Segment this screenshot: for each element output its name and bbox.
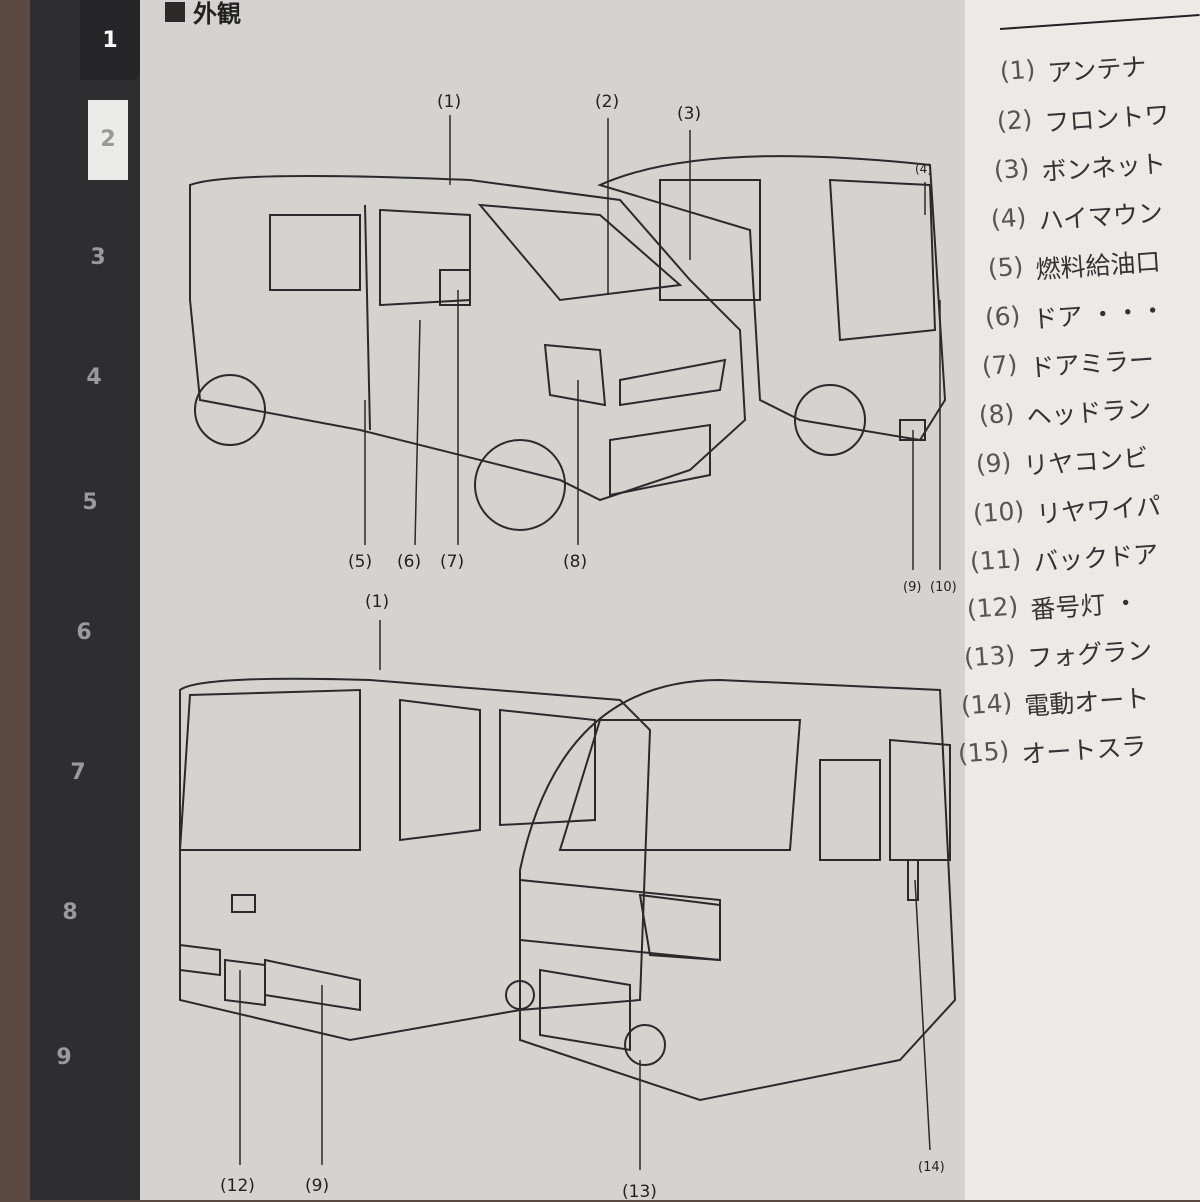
item-number: (14) [959,688,1014,721]
van-front-view-top [189,175,747,531]
callout-6: (6) [397,552,422,572]
chapter-tab-3[interactable]: 3 [90,245,106,270]
item-number: (6) [983,300,1022,333]
van-rear-view-bottom [178,677,652,1042]
item-number: (7) [980,349,1019,381]
callout-7: (7) [440,552,465,572]
van-rear-view-top [597,155,947,456]
callout-8: (8) [563,552,588,572]
item-label: 番号灯 ・ [1029,588,1140,625]
item-number: (2) [995,104,1034,136]
callout-4: (4) [915,162,932,176]
callout-14: (14) [918,1160,945,1175]
callout-13: (13) [622,1182,657,1202]
chapter-tab-7[interactable]: 7 [70,760,86,785]
callout-9: (9) [903,580,922,595]
callout-1: (1) [437,92,462,112]
chapter-tab-strip [30,0,140,1200]
callout-3: (3) [677,104,702,124]
chapter-tab-2[interactable]: 2 [88,100,128,180]
item-number: (1) [998,54,1037,87]
item-number: (10) [971,496,1026,529]
leader-lines [239,115,941,1170]
item-number: (4) [989,202,1028,234]
chapter-tab-1[interactable]: 1 [80,0,140,80]
callout-12: (12) [220,1176,255,1196]
chapter-tab-9[interactable]: 9 [56,1045,72,1070]
title-square-icon [165,1,185,22]
callout-2: (2) [595,92,620,112]
item-label: アンテナ [1046,51,1148,88]
right-page [965,0,1200,1200]
section-title: 外観 [165,0,241,29]
chapter-tab-5[interactable]: 5 [82,490,98,515]
callout-1-bottom: (1) [365,592,390,612]
section-title-text: 外観 [193,0,241,28]
van-front-view-bottom [505,678,957,1102]
item-number: (11) [968,544,1023,577]
item-number: (12) [965,591,1020,624]
chapter-tab-8[interactable]: 8 [62,900,78,925]
left-page [30,0,970,1200]
item-number: (8) [977,398,1016,430]
item-number: (3) [992,153,1031,185]
callout-9-bottom: (9) [305,1176,330,1196]
item-number: (15) [956,736,1011,769]
item-number: (13) [962,640,1017,673]
chapter-tab-4[interactable]: 4 [86,365,102,390]
callout-10: (10) [930,580,957,595]
item-number: (5) [986,251,1025,283]
callout-5: (5) [348,552,373,572]
item-number: (9) [974,447,1013,479]
chapter-tab-6[interactable]: 6 [76,620,92,645]
